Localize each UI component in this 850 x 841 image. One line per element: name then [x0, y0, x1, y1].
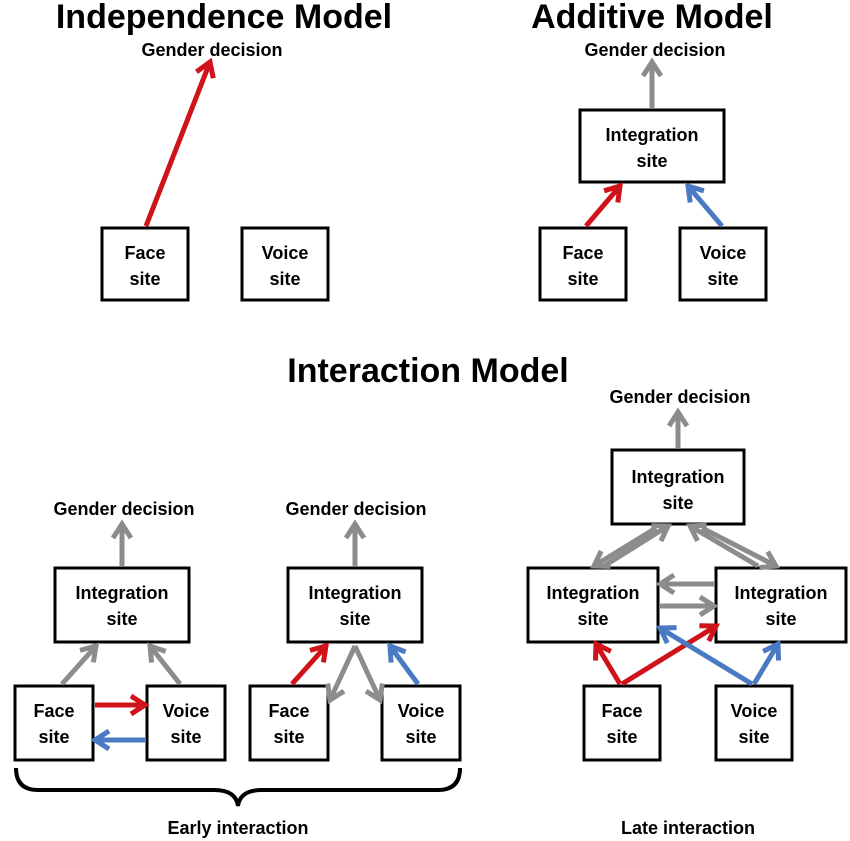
- late-face-to-right-integration-arrow: [620, 623, 720, 687]
- early-left-voice-to-integration-arrow: [147, 642, 182, 686]
- late-top-to-right-integration-arrow: [700, 525, 781, 571]
- svg-text:Voice: Voice: [262, 243, 309, 263]
- early-left-integration-site-box: Integration site: [53, 566, 191, 644]
- early-interaction-brace: [14, 767, 462, 807]
- additive-voice-site-box: Voice site: [678, 226, 768, 302]
- svg-text:Integration: Integration: [606, 125, 699, 145]
- late-right-to-left-integration-arrow: [655, 572, 714, 596]
- svg-text:Face: Face: [562, 243, 603, 263]
- svg-text:Integration: Integration: [76, 583, 169, 603]
- interaction-model-title: Interaction Model: [287, 352, 568, 390]
- svg-text:Voice: Voice: [163, 701, 210, 721]
- late-gender-decision-label: Gender decision: [609, 387, 750, 407]
- additive-face-to-integration-arrow: [584, 182, 623, 228]
- svg-text:site: site: [577, 609, 608, 629]
- svg-text:Face: Face: [124, 243, 165, 263]
- early-mid-integration-site-box: Integration site: [286, 566, 424, 644]
- svg-text:site: site: [707, 269, 738, 289]
- additive-model-title: Additive Model: [531, 0, 773, 36]
- early-mid-face-to-integration-arrow: [290, 642, 330, 686]
- early-mid-face-site-box: Face site: [248, 684, 330, 762]
- additive-voice-to-integration-arrow: [685, 182, 724, 228]
- early-left-face-to-integration-arrow: [60, 642, 100, 686]
- late-face-site-box: Face site: [582, 684, 662, 762]
- svg-text:Voice: Voice: [700, 243, 747, 263]
- svg-text:site: site: [738, 727, 769, 747]
- early-mid-voice-to-integration-arrow: [387, 642, 421, 686]
- late-voice-site-box: Voice site: [714, 684, 794, 762]
- late-interaction-label: Late interaction: [621, 818, 755, 838]
- svg-text:site: site: [606, 727, 637, 747]
- svg-text:Integration: Integration: [735, 583, 828, 603]
- svg-text:site: site: [339, 609, 370, 629]
- late-right-integration-site-box: Integration site: [714, 566, 848, 644]
- late-right-to-top-integration-arrow: [686, 522, 760, 569]
- additive-face-site-box: Face site: [538, 226, 628, 302]
- additive-integration-site-box: Integration site: [578, 108, 726, 184]
- svg-text:site: site: [662, 493, 693, 513]
- svg-text:site: site: [269, 269, 300, 289]
- svg-text:site: site: [765, 609, 796, 629]
- independence-gender-decision-label: Gender decision: [141, 40, 282, 60]
- early-mid-integration-to-voice-arrow: [352, 644, 385, 705]
- early-mid-voice-site-box: Voice site: [380, 684, 462, 762]
- svg-text:Integration: Integration: [309, 583, 402, 603]
- early-left-gender-decision-label: Gender decision: [53, 499, 194, 519]
- early-mid-gender-decision-label: Gender decision: [285, 499, 426, 519]
- late-voice-to-left-integration-arrow: [656, 625, 754, 687]
- svg-text:Integration: Integration: [547, 583, 640, 603]
- late-top-integration-site-box: Integration site: [610, 448, 746, 526]
- svg-text:site: site: [106, 609, 137, 629]
- late-left-integration-site-box: Integration site: [526, 566, 660, 644]
- late-face-to-left-integration-arrow: [593, 640, 623, 686]
- additive-gender-decision-label: Gender decision: [584, 40, 725, 60]
- early-left-face-to-voice-arrow: [95, 693, 150, 717]
- independence-face-to-decision-arrow: [143, 57, 216, 227]
- early-left-voice-site-box: Voice site: [145, 684, 227, 762]
- svg-text:site: site: [405, 727, 436, 747]
- early-left-voice-to-face-arrow: [90, 728, 145, 752]
- early-left-integration-to-decision-arrow: [110, 519, 134, 566]
- svg-text:site: site: [170, 727, 201, 747]
- svg-text:Voice: Voice: [398, 701, 445, 721]
- early-left-face-site-box: Face site: [13, 684, 95, 762]
- early-interaction-label: Early interaction: [167, 818, 308, 838]
- svg-text:site: site: [38, 727, 69, 747]
- arrows-layer: [60, 57, 781, 752]
- additive-integration-to-decision-arrow: [640, 57, 664, 108]
- late-top-integration-to-decision-arrow: [666, 407, 690, 448]
- svg-text:site: site: [129, 269, 160, 289]
- svg-text:Face: Face: [601, 701, 642, 721]
- late-voice-to-right-integration-arrow: [751, 640, 781, 686]
- svg-text:Voice: Voice: [731, 701, 778, 721]
- svg-text:Integration: Integration: [632, 467, 725, 487]
- independence-voice-site-box: Voice site: [240, 226, 330, 302]
- svg-text:site: site: [567, 269, 598, 289]
- independence-model-title: Independence Model: [56, 0, 392, 36]
- late-left-to-top-integration-arrow: [602, 523, 672, 569]
- late-left-to-right-integration-arrow: [660, 594, 719, 618]
- svg-text:site: site: [273, 727, 304, 747]
- early-mid-integration-to-decision-arrow: [343, 519, 367, 566]
- svg-text:Face: Face: [33, 701, 74, 721]
- svg-text:site: site: [636, 151, 667, 171]
- late-top-to-left-integration-arrow: [590, 525, 658, 569]
- independence-face-site-box: Face site: [100, 226, 190, 302]
- svg-text:Face: Face: [268, 701, 309, 721]
- early-mid-integration-to-face-arrow: [325, 644, 358, 705]
